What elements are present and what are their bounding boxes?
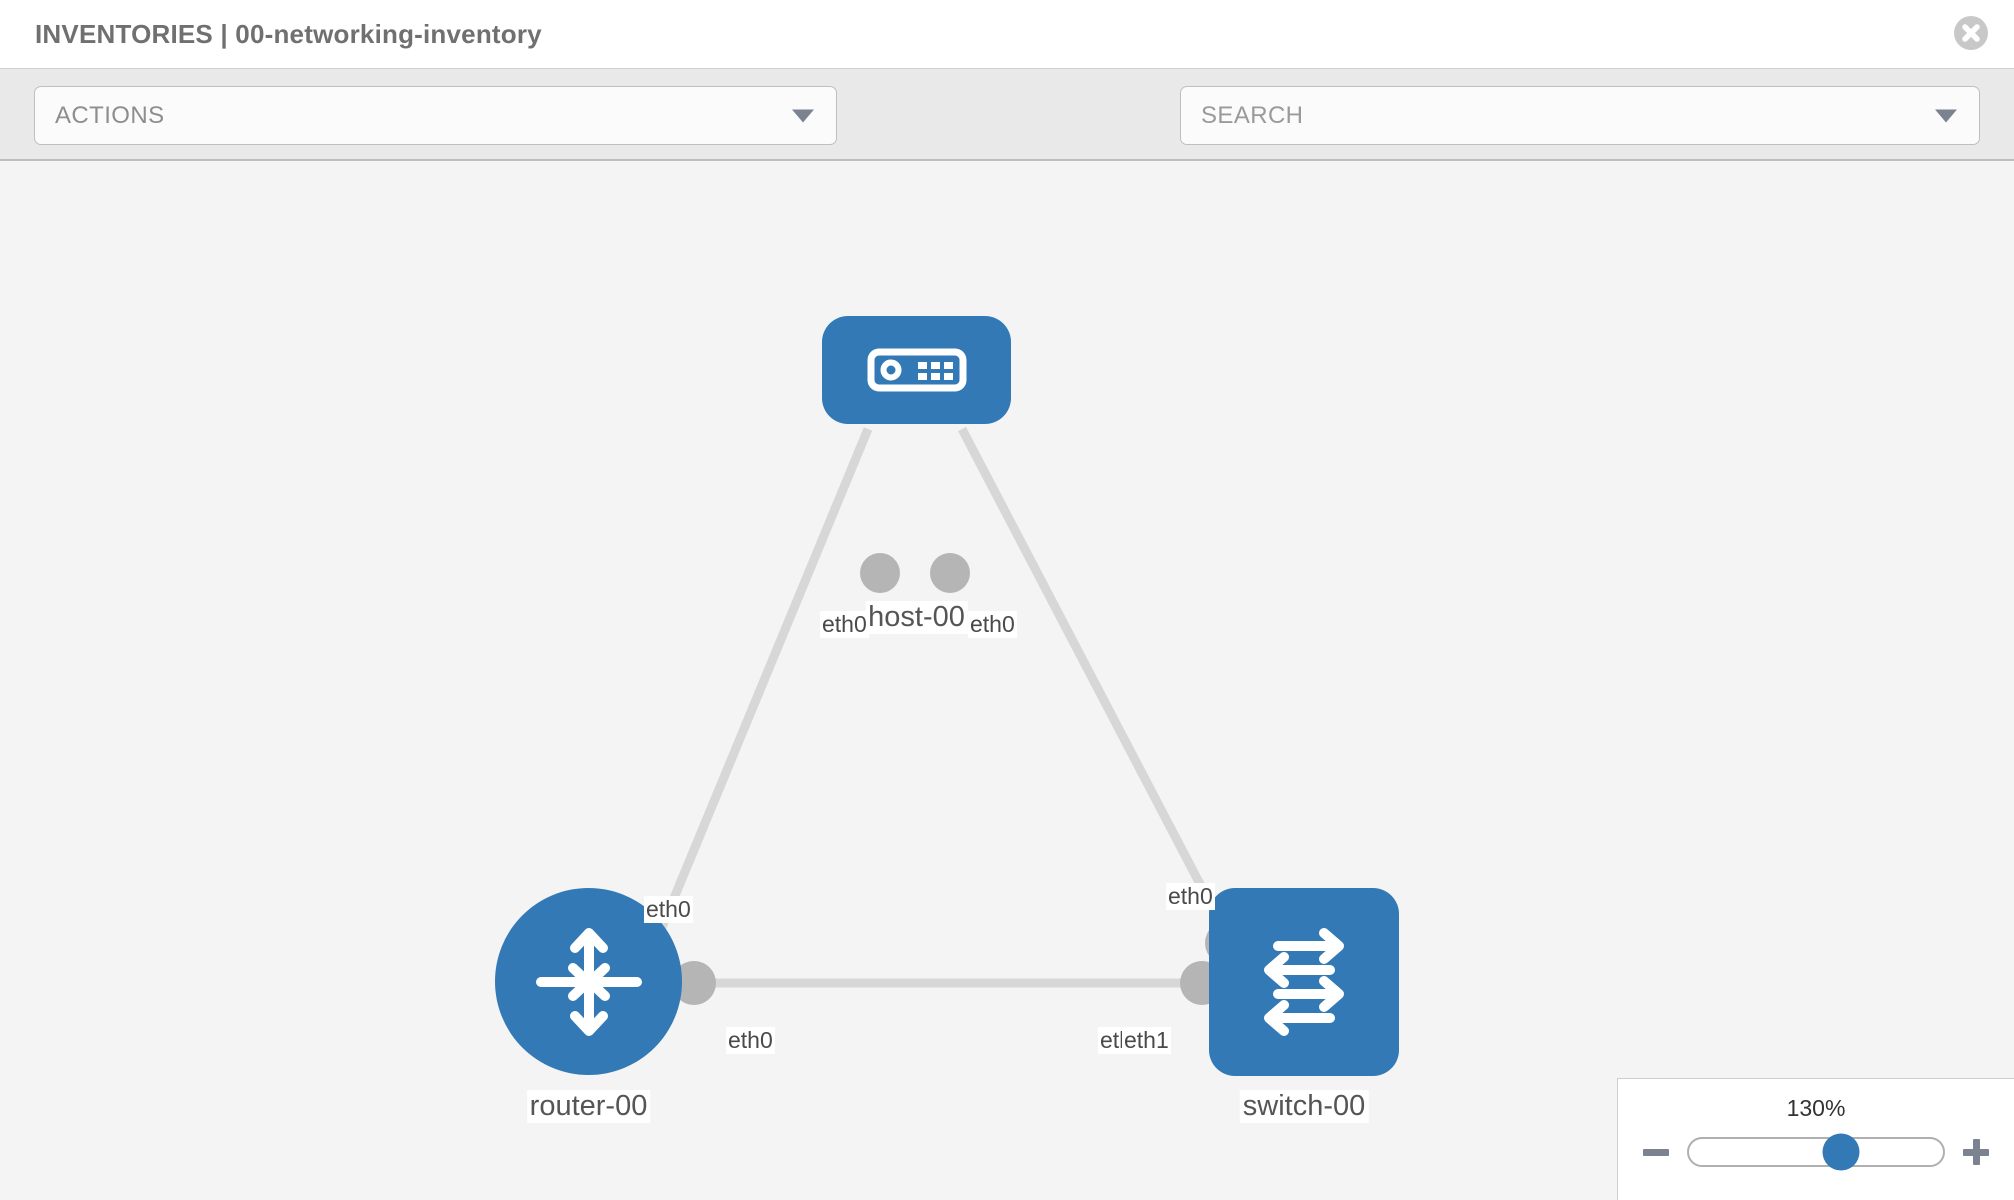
- search-input[interactable]: [1201, 101, 1901, 130]
- plus-icon[interactable]: [1963, 1139, 1989, 1165]
- actions-dropdown-label: ACTIONS: [55, 101, 165, 129]
- edge-label-router-right: eth0: [726, 1027, 775, 1054]
- interface-knob-host-left[interactable]: [860, 553, 900, 593]
- chevron-down-icon[interactable]: [1935, 109, 1957, 122]
- node-switch-00-shape[interactable]: [1209, 888, 1399, 1076]
- edge-label-router-up: eth0: [644, 896, 693, 923]
- edge-label-switch-left-b: eth1: [1122, 1027, 1171, 1054]
- node-host-00-shape[interactable]: [822, 316, 1011, 424]
- actions-dropdown[interactable]: ACTIONS: [34, 86, 837, 145]
- node-router-00-label: router-00: [526, 1090, 651, 1123]
- edge-label-host-left: eth0: [820, 611, 869, 638]
- topology-canvas[interactable]: host-00 router-00: [0, 161, 2014, 1200]
- chevron-down-icon: [792, 109, 814, 122]
- link-host-switch: [958, 426, 1239, 954]
- edge-label-switch-up: eth0: [1166, 883, 1215, 910]
- interface-knob-host-right[interactable]: [930, 553, 970, 593]
- page-header: INVENTORIES | 00-networking-inventory: [0, 0, 2014, 68]
- toolbar: ACTIONS: [0, 68, 2014, 201]
- zoom-panel: 130%: [1617, 1078, 2014, 1200]
- minus-icon[interactable]: [1643, 1139, 1669, 1165]
- topology-links: [643, 426, 1239, 988]
- zoom-controls: [1618, 1133, 2014, 1171]
- zoom-level-value: 130%: [1786, 1095, 1846, 1121]
- minus-bar: [1643, 1149, 1669, 1156]
- node-host-00-label: host-00: [865, 601, 968, 634]
- link-host-router: [643, 427, 873, 963]
- node-host-00[interactable]: host-00: [822, 316, 1011, 634]
- close-icon[interactable]: [1954, 16, 1988, 50]
- router-four-arrows-icon: [535, 927, 642, 1036]
- zoom-slider-track[interactable]: [1687, 1133, 1945, 1171]
- search-box[interactable]: [1180, 86, 1980, 145]
- plus-bar-v: [1973, 1139, 1980, 1165]
- page-title: INVENTORIES | 00-networking-inventory: [35, 18, 542, 49]
- switch-arrows-icon: [1264, 928, 1344, 1036]
- edge-label-host-right: eth0: [968, 611, 1017, 638]
- zoom-slider-thumb[interactable]: [1822, 1133, 1860, 1171]
- server-appliance-icon: [867, 348, 966, 392]
- node-switch-00[interactable]: switch-00: [1209, 888, 1399, 1123]
- node-switch-00-label: switch-00: [1239, 1090, 1369, 1123]
